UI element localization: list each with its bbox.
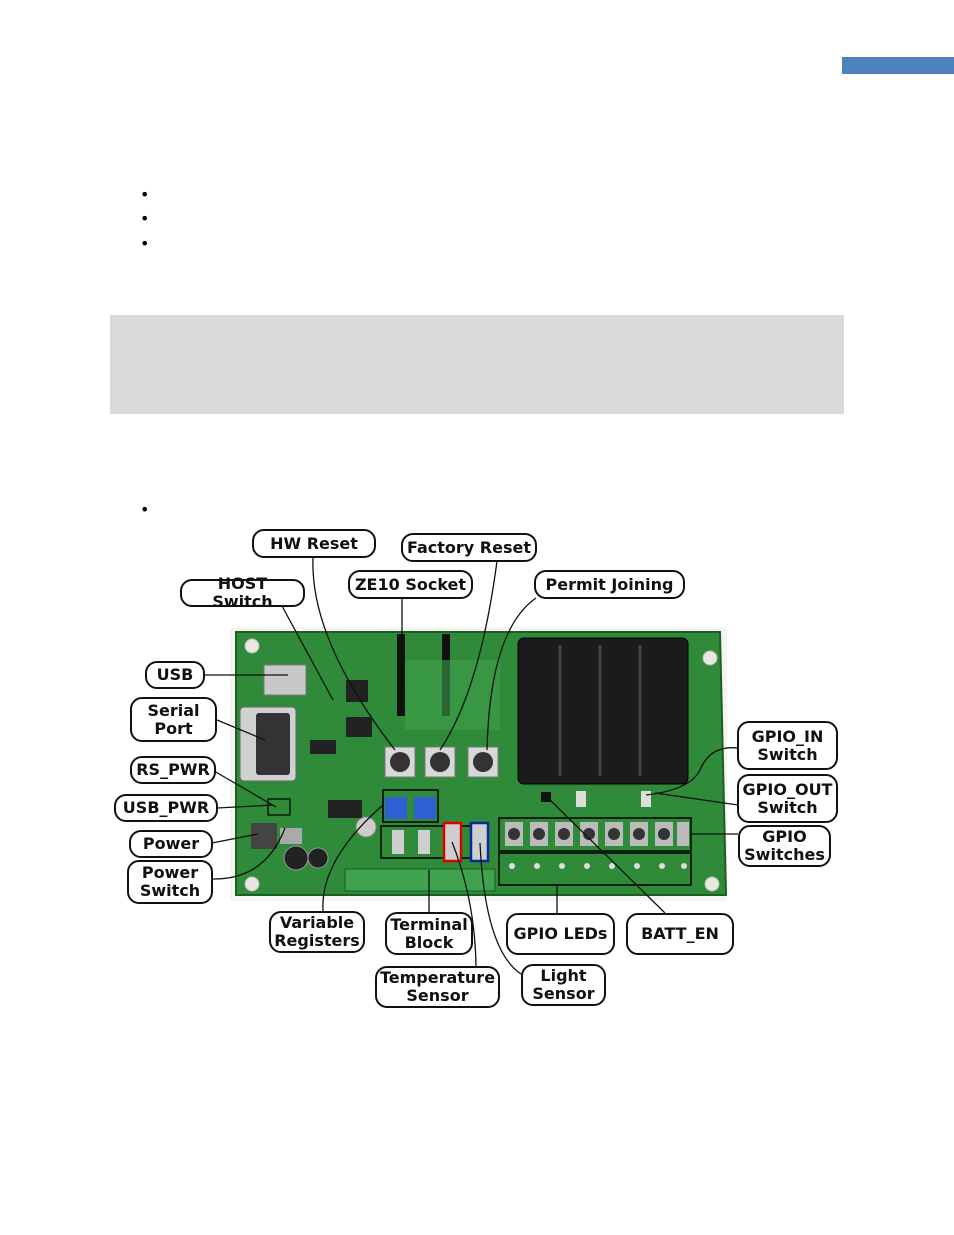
label-variable-registers: Variable Registers (269, 911, 365, 953)
bullet-1: • (140, 185, 150, 204)
battery-holder (517, 637, 689, 785)
label-usb-pwr: USB_PWR (114, 794, 218, 822)
label-gpio-switches: GPIO Switches (738, 825, 831, 867)
label-gpio-in-switch: GPIO_IN Switch (737, 721, 838, 770)
label-gpio-out-switch: GPIO_OUT Switch (737, 774, 838, 823)
label-usb: USB (145, 661, 205, 689)
label-ze10-socket: ZE10 Socket (348, 570, 473, 599)
bullet-2: • (140, 209, 150, 228)
permit-joining-button-cap (473, 752, 493, 772)
label-rs-pwr: RS_PWR (130, 756, 216, 784)
header-accent-bar (842, 57, 954, 74)
variable-resistor-2 (414, 797, 436, 819)
ze10-socket-header-left (397, 634, 405, 716)
note-box (110, 315, 844, 414)
label-serial-port: Serial Port (130, 697, 217, 742)
label-permit-joining: Permit Joining (534, 570, 685, 599)
variable-resistor-1 (385, 797, 407, 819)
label-power-switch: Power Switch (127, 860, 213, 904)
factory-reset-button-cap (430, 752, 450, 772)
bullet-4: • (140, 500, 150, 519)
label-factory-reset: Factory Reset (401, 533, 537, 562)
light-sensor-highlight (469, 821, 490, 863)
bullet-3: • (140, 234, 150, 253)
terminal-block (344, 868, 496, 892)
usb-connector (263, 664, 307, 696)
label-power: Power (129, 830, 213, 858)
hw-reset-button-cap (390, 752, 410, 772)
label-host-switch: HOST Switch (180, 575, 305, 611)
label-batt-en: BATT_EN (626, 913, 734, 955)
label-temperature-sensor: Temperature Sensor (375, 966, 500, 1008)
label-hw-reset: HW Reset (252, 529, 376, 558)
label-terminal-block: Terminal Block (385, 912, 473, 955)
label-gpio-leds: GPIO LEDs (506, 913, 615, 955)
label-light-sensor: Light Sensor (521, 964, 606, 1006)
